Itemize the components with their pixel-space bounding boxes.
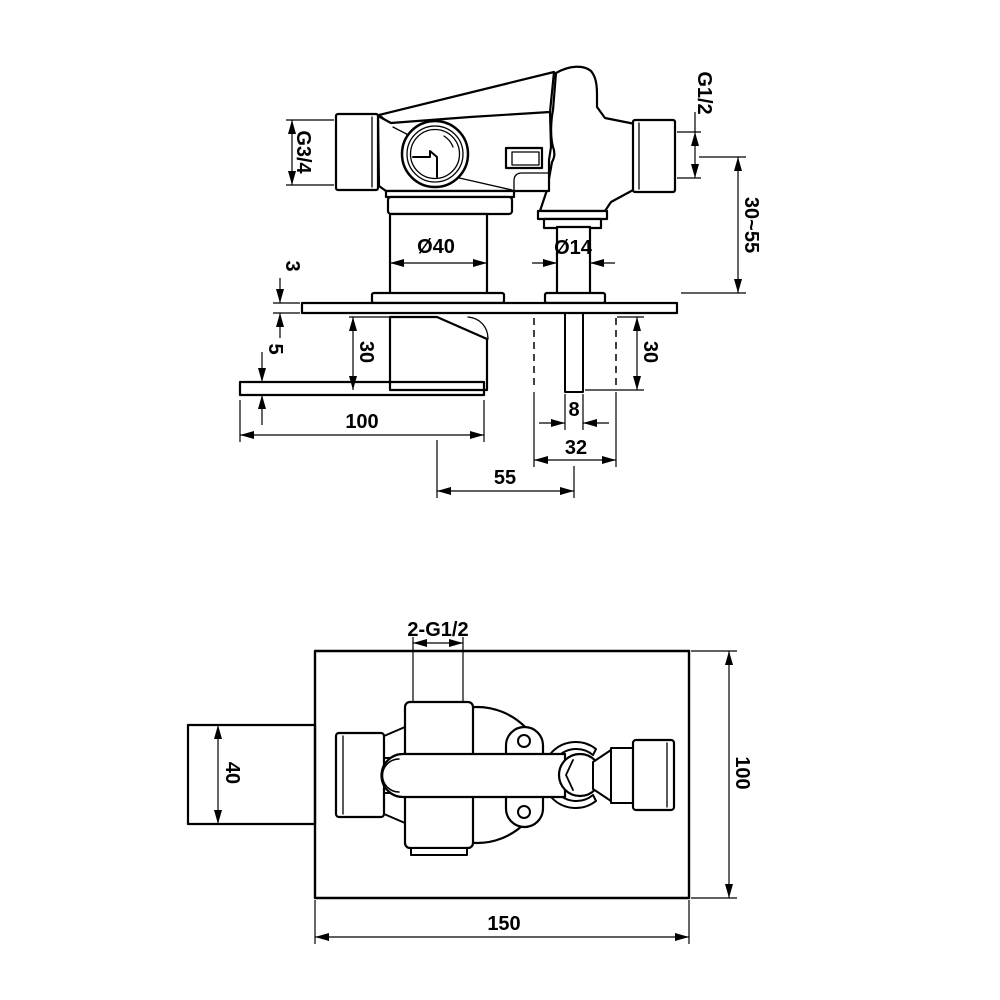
side-bracket-plate bbox=[238, 380, 486, 397]
side-housing-edge-right bbox=[454, 176, 513, 191]
side-inwall-block bbox=[388, 315, 489, 392]
side-window-outer bbox=[504, 146, 544, 170]
plan-view: 2-G1/2 40 100 150 bbox=[186, 619, 753, 944]
side-dimensions: G3/4 G1/2 30~55 Ø40 Ø14 3 bbox=[239, 71, 762, 498]
dim-box-width: 32 bbox=[565, 437, 587, 459]
plan-hub-notch bbox=[565, 759, 574, 791]
dim-depth-range: 30~55 bbox=[740, 197, 762, 253]
dim-bracket-length: 100 bbox=[345, 411, 378, 433]
dim-dia40: Ø40 bbox=[417, 236, 455, 258]
plan-screw-hole-top bbox=[517, 734, 531, 748]
dim-plate-width: 150 bbox=[487, 913, 520, 935]
plan-handle-end-arc bbox=[381, 758, 400, 793]
plan-neck bbox=[610, 747, 634, 804]
side-spindle-tube bbox=[555, 225, 592, 296]
side-flange-14 bbox=[543, 291, 607, 305]
side-rod-8 bbox=[564, 312, 584, 393]
side-cartridge-arc bbox=[443, 135, 454, 148]
dim-rod-width: 8 bbox=[568, 399, 579, 421]
dim-plate-thickness: 3 bbox=[281, 260, 303, 271]
dim-g12: G1/2 bbox=[693, 71, 715, 114]
dim-bracket-thickness: 5 bbox=[264, 343, 286, 354]
side-base-lower bbox=[386, 195, 514, 216]
dim-plate-height: 100 bbox=[731, 756, 753, 789]
side-wall-plate bbox=[300, 301, 679, 315]
side-cartridge-ring1 bbox=[406, 125, 464, 183]
dim-dia14: Ø14 bbox=[554, 237, 593, 259]
dim-g34: G3/4 bbox=[292, 130, 314, 174]
dim-depth-left: 30 bbox=[355, 341, 377, 363]
side-view: G3/4 G1/2 30~55 Ø40 Ø14 3 bbox=[238, 65, 762, 498]
dim-center-distance: 55 bbox=[494, 467, 516, 489]
plan-cone bbox=[592, 749, 612, 802]
dim-depth-right: 30 bbox=[639, 341, 661, 363]
side-inwall-arc bbox=[467, 316, 489, 340]
side-spindle-ring-a bbox=[536, 209, 609, 221]
plan-handle-bar bbox=[380, 752, 567, 799]
side-right-body bbox=[538, 65, 637, 213]
plan-dimensions: 2-G1/2 40 100 150 bbox=[214, 619, 753, 944]
side-right-port-cap bbox=[631, 118, 677, 194]
plan-screw-hole-bottom bbox=[517, 805, 531, 819]
plan-right-port-cap bbox=[631, 738, 676, 812]
side-left-port-cap bbox=[334, 112, 380, 192]
plan-left-bracket bbox=[186, 723, 317, 826]
plan-bottom-port bbox=[410, 847, 468, 856]
side-housing-step bbox=[513, 172, 550, 192]
side-cartridge-notch bbox=[412, 150, 438, 178]
side-window-inner bbox=[511, 151, 540, 166]
side-flange-40 bbox=[370, 291, 506, 305]
dim-ports: 2-G1/2 bbox=[407, 619, 468, 641]
side-cartridge-ring2 bbox=[409, 128, 461, 180]
dim-block-width: 40 bbox=[221, 762, 243, 784]
